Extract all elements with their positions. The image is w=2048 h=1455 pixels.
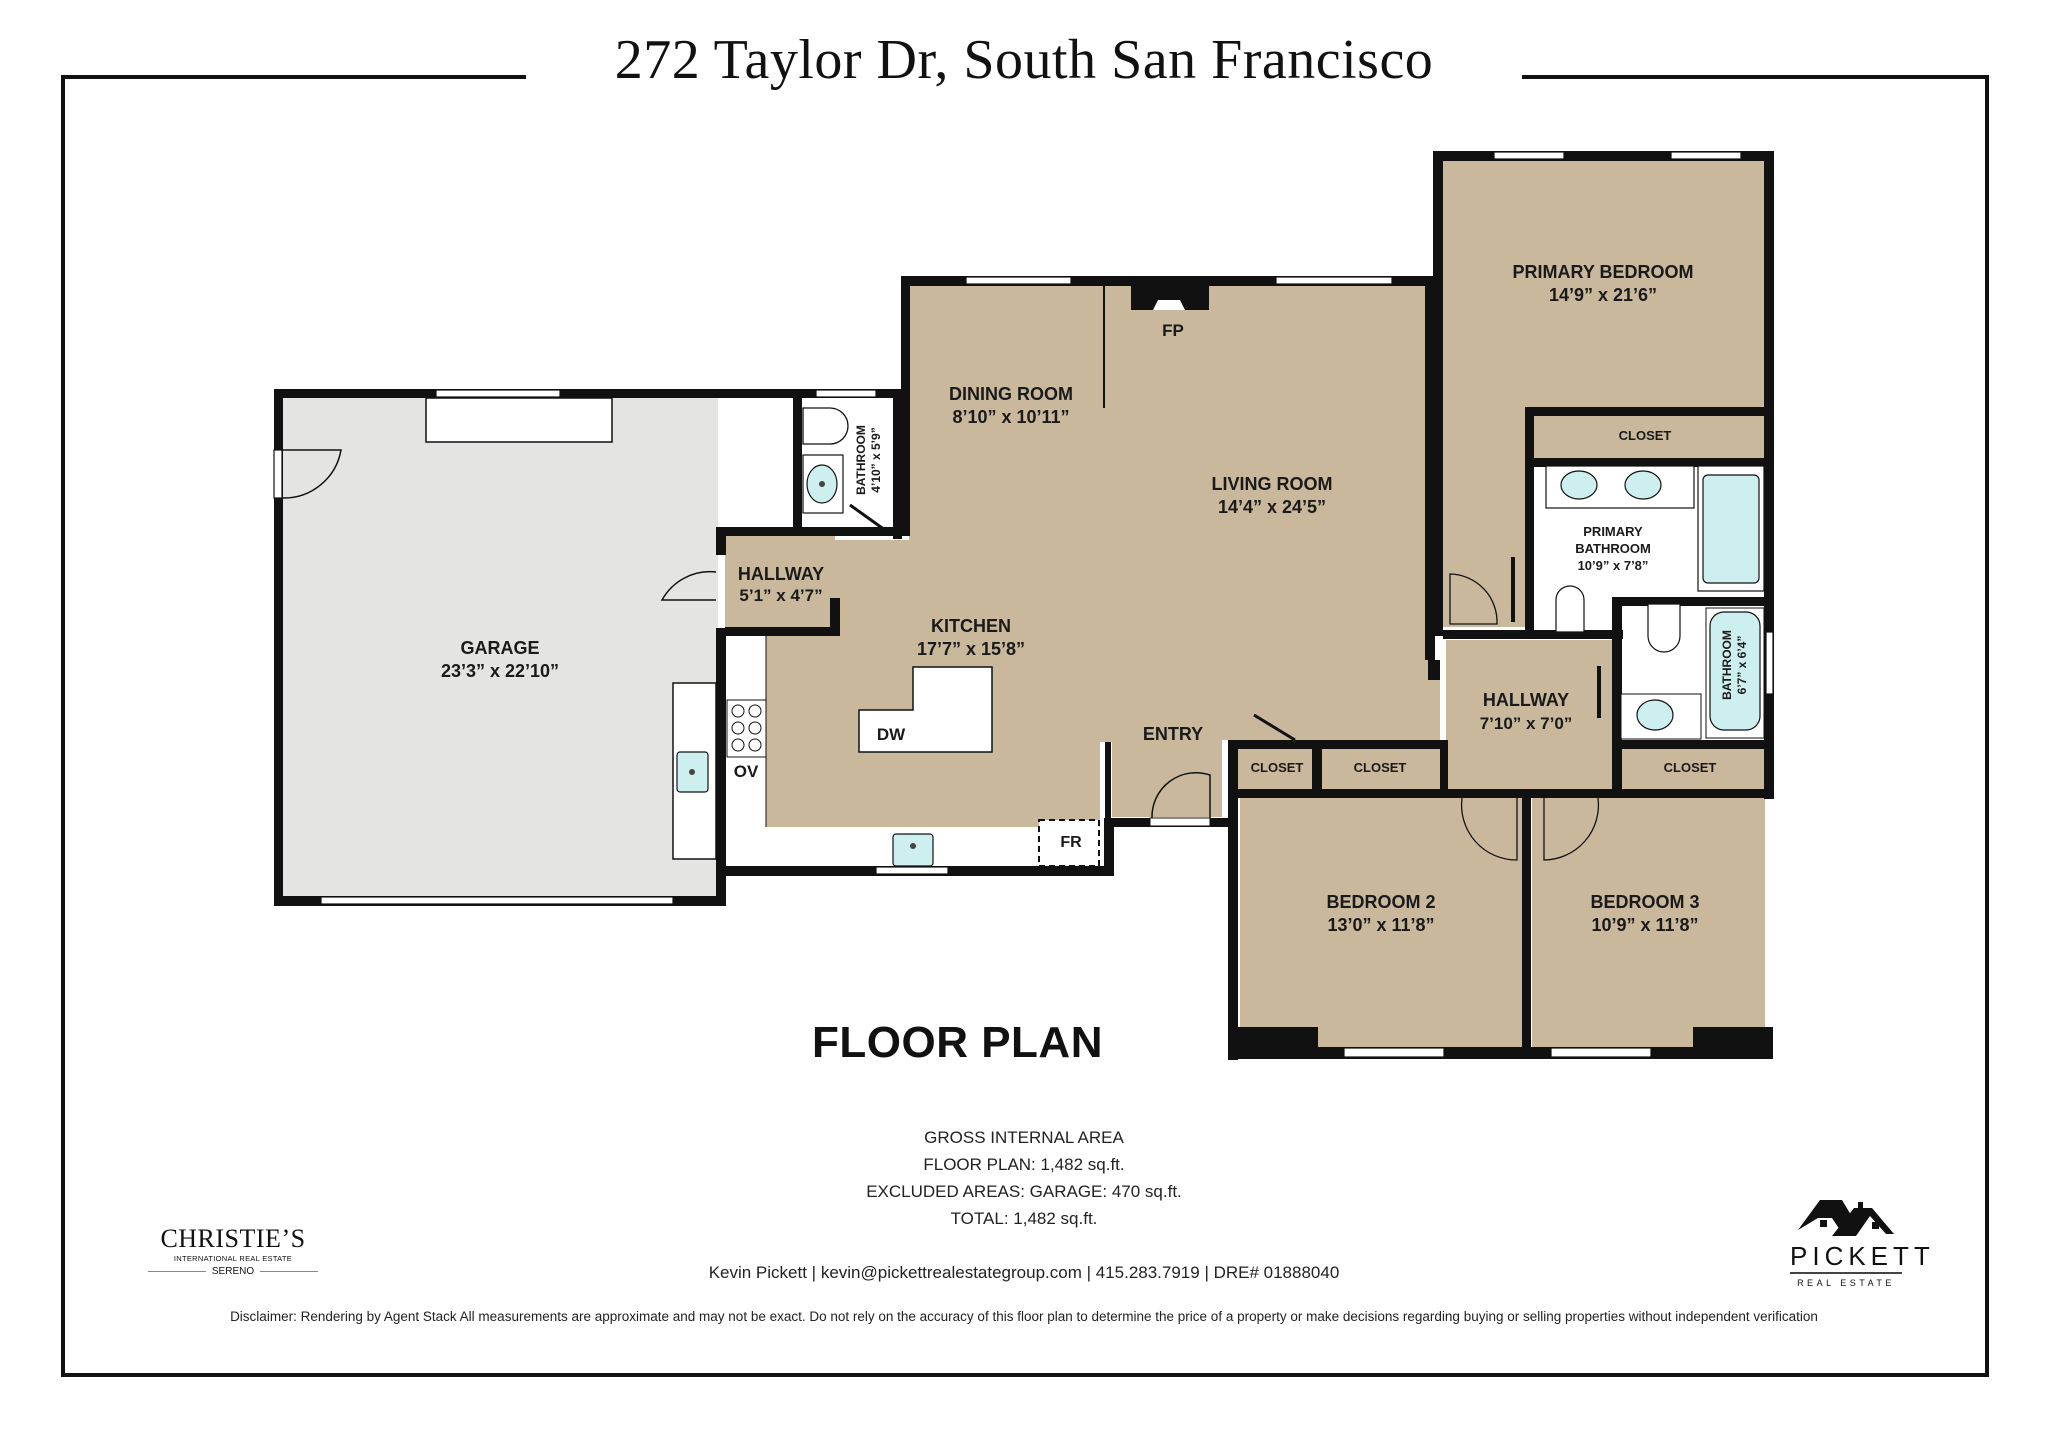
kitchen-island xyxy=(858,666,993,753)
hallway-door-icon xyxy=(660,570,717,601)
bathtub-icon xyxy=(1709,611,1761,731)
windows xyxy=(273,151,1774,1058)
address-title: 272 Taylor Dr, South San Francisco xyxy=(578,29,1470,91)
hall-bathroom-label: BATHROOM xyxy=(1720,630,1734,700)
bedroom-2-floor xyxy=(1240,797,1522,1047)
bedroom-door-icon xyxy=(1449,573,1498,625)
west-hallway-floor xyxy=(725,533,835,628)
christies-logo-name: CHRISTIE’S xyxy=(160,1224,306,1253)
garage-side-door-icon xyxy=(282,449,342,499)
agent-contact: Kevin Pickett | kevin@pickettrealestateg… xyxy=(708,1263,1340,1282)
dishwasher-label: DW xyxy=(877,725,906,744)
garage-size: 23’3” x 22’10” xyxy=(441,661,559,681)
hall-bathroom-label-group: BATHROOM 6’7” x 6’4” xyxy=(1720,630,1749,700)
disclaimer: Disclaimer: Rendering by Agent Stack All… xyxy=(230,1309,1818,1324)
primary-bedroom-label: PRIMARY BEDROOM xyxy=(1512,262,1693,282)
christies-logo: CHRISTIE’S INTERNATIONAL REAL ESTATE SER… xyxy=(148,1224,319,1277)
garage-bathroom-label-group: BATHROOM 4’10” x 5’9” xyxy=(854,425,883,495)
pickett-logo-subtitle: REAL ESTATE xyxy=(1797,1278,1895,1288)
garage-label: GARAGE xyxy=(460,638,539,658)
kitchen-label: KITCHEN xyxy=(931,616,1011,636)
bedroom-3-size: 10’9” x 11’8” xyxy=(1591,915,1698,935)
entry-door-icon xyxy=(1151,771,1211,819)
area-heading: GROSS INTERNAL AREA xyxy=(924,1128,1124,1147)
christies-logo-subtitle: INTERNATIONAL REAL ESTATE xyxy=(173,1254,293,1263)
garage-cabinet xyxy=(425,397,613,443)
garage-floor xyxy=(282,397,718,897)
garage-bathroom-label: BATHROOM xyxy=(854,425,868,495)
bedroom3-closet-floor xyxy=(1621,748,1765,789)
primary-bathroom-size: 10’9” x 7’8” xyxy=(1578,558,1649,573)
west-hallway-size: 5’1” x 4’7” xyxy=(739,586,822,605)
area-total: TOTAL: 1,482 sq.ft. xyxy=(950,1209,1098,1228)
area-summary: GROSS INTERNAL AREA FLOOR PLAN: 1,482 sq… xyxy=(0,1124,2048,1232)
entry-closet-2-floor xyxy=(1322,748,1440,789)
sink-icon xyxy=(1560,470,1598,500)
primary-bathroom-label-2: BATHROOM xyxy=(1575,541,1651,556)
fireplace-label: FP xyxy=(1162,321,1184,340)
dining-room-size: 8’10” x 10’11” xyxy=(952,407,1069,427)
garage-bathroom-size: 4’10” x 5’9” xyxy=(869,427,883,492)
east-hallway-label: HALLWAY xyxy=(1483,690,1569,710)
bedroom-2-door-icon xyxy=(1460,797,1518,861)
oven-label: OV xyxy=(734,762,759,781)
pickett-logo: PICKETT REAL ESTATE xyxy=(1790,1196,1935,1288)
dining-room-label: DINING ROOM xyxy=(949,384,1073,404)
toilet-icon xyxy=(1555,585,1585,633)
bedroom-2-label: BEDROOM 2 xyxy=(1326,892,1435,912)
hall-bathroom-size: 6’7” x 6’4” xyxy=(1735,636,1749,695)
pickett-logo-name: PICKETT xyxy=(1790,1241,1935,1271)
bedroom-3-label: BEDROOM 3 xyxy=(1590,892,1699,912)
cooktop-icon xyxy=(726,699,767,758)
fireplace-opening-icon xyxy=(1153,300,1185,310)
area-floor-plan: FLOOR PLAN: 1,482 sq.ft. xyxy=(923,1155,1125,1174)
floor-plan-heading: FLOOR PLAN xyxy=(812,1018,1103,1067)
entry-closet-1-floor xyxy=(1242,748,1312,789)
refrigerator-icon xyxy=(1038,819,1100,867)
closet-door-icon xyxy=(1253,713,1296,742)
pickett-logo-rule xyxy=(1790,1272,1902,1274)
frame-top-left-rule xyxy=(61,75,526,79)
house-roofs-icon xyxy=(1798,1200,1894,1236)
living-room-size: 14’4” x 24’5” xyxy=(1218,497,1326,517)
bedroom-3-door-icon xyxy=(1543,797,1600,861)
east-hallway-size: 7’10” x 7’0” xyxy=(1480,714,1573,733)
frame-top-right-rule xyxy=(1522,75,1989,79)
bedroom-3-floor xyxy=(1532,797,1765,1047)
primary-closet-label: CLOSET xyxy=(1619,428,1672,443)
kitchen-size: 17’7” x 15’8” xyxy=(917,639,1025,659)
entry-label: ENTRY xyxy=(1143,724,1203,744)
west-hallway-label: HALLWAY xyxy=(738,564,824,584)
entry-closet-1-label: CLOSET xyxy=(1251,760,1304,775)
primary-bedroom-size: 14’9” x 21’6” xyxy=(1549,285,1657,305)
kitchen-sink-icon xyxy=(892,833,934,867)
page-title: 272 Taylor Dr, South San Francisco xyxy=(0,28,2048,92)
refrigerator-label: FR xyxy=(1060,834,1082,851)
area-excluded: EXCLUDED AREAS: GARAGE: 470 sq.ft. xyxy=(866,1182,1182,1201)
burners xyxy=(731,704,762,752)
toilet-icon xyxy=(802,407,849,445)
east-hallway-floor xyxy=(1446,640,1614,790)
entry-closet-2-label: CLOSET xyxy=(1354,760,1407,775)
living-room-label: LIVING ROOM xyxy=(1212,474,1333,494)
bath-door-icon xyxy=(849,503,886,532)
bathtub-icon xyxy=(1702,474,1760,584)
bedroom3-closet-label: CLOSET xyxy=(1664,760,1717,775)
toilet-icon xyxy=(1647,603,1681,653)
primary-closet-floor xyxy=(1534,416,1765,459)
christies-logo-office: SERENO xyxy=(148,1266,319,1277)
sink-icon xyxy=(1624,470,1662,500)
primary-bedroom-floor xyxy=(1441,159,1765,627)
primary-bathroom-label-1: PRIMARY xyxy=(1583,524,1643,539)
page-frame xyxy=(61,77,1989,1377)
sink-icon xyxy=(1636,699,1674,731)
bedroom-2-size: 13’0” x 11’8” xyxy=(1327,915,1434,935)
